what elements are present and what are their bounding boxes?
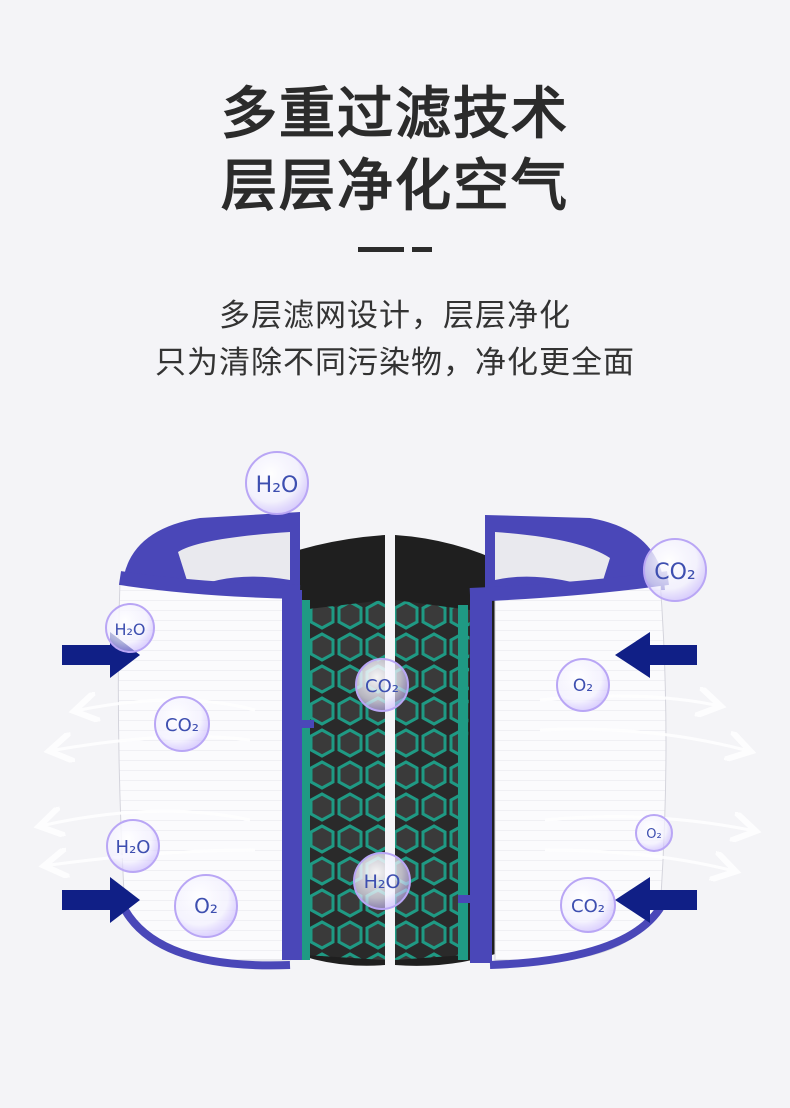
arrow-left-icon xyxy=(615,632,697,678)
svg-text:O₂: O₂ xyxy=(573,676,593,696)
molecule-bubbles: H₂O CO₂ H₂O CO₂ O₂ CO₂ O₂ H₂O xyxy=(105,451,707,938)
molecule-h2o: H₂O xyxy=(353,852,411,910)
intake-arrows xyxy=(62,632,697,923)
svg-text:H₂O: H₂O xyxy=(116,837,151,858)
headline-line-1: 多重过滤技术 xyxy=(221,82,569,147)
right-hepa-filter xyxy=(458,515,669,969)
svg-text:H₂O: H₂O xyxy=(114,620,145,639)
molecule-h2o: H₂O xyxy=(245,451,309,515)
divider-short xyxy=(412,247,432,252)
molecule-h2o: H₂O xyxy=(106,819,160,873)
svg-text:H₂O: H₂O xyxy=(256,473,299,498)
headline-line-2: 层层净化空气 xyxy=(221,154,569,219)
svg-text:O₂: O₂ xyxy=(646,827,661,842)
molecule-co2: CO₂ xyxy=(154,696,210,752)
molecule-o2: O₂ xyxy=(556,658,610,712)
molecule-co2: CO₂ xyxy=(560,877,616,933)
arrow-left-icon xyxy=(615,877,697,923)
svg-text:CO₂: CO₂ xyxy=(365,676,399,697)
molecule-o2: O₂ xyxy=(174,874,238,938)
filter-illustration: H₂O CO₂ H₂O CO₂ O₂ CO₂ O₂ H₂O xyxy=(0,451,790,970)
subtitle-line-2: 只为清除不同污染物，净化更全面 xyxy=(155,345,635,381)
svg-text:CO₂: CO₂ xyxy=(571,896,605,917)
molecule-h2o: H₂O xyxy=(105,603,155,653)
svg-text:O₂: O₂ xyxy=(194,894,218,918)
left-hepa-filter xyxy=(117,512,314,970)
molecule-o2: O₂ xyxy=(635,814,673,852)
molecule-co2: CO₂ xyxy=(355,658,409,712)
svg-text:H₂O: H₂O xyxy=(364,871,401,893)
arrow-right-icon xyxy=(62,877,140,923)
subtitle-line-1: 多层滤网设计，层层净化 xyxy=(219,298,571,334)
svg-text:CO₂: CO₂ xyxy=(654,560,696,585)
molecule-co2: CO₂ xyxy=(643,538,707,602)
divider-long xyxy=(358,247,404,252)
svg-text:CO₂: CO₂ xyxy=(165,715,199,736)
